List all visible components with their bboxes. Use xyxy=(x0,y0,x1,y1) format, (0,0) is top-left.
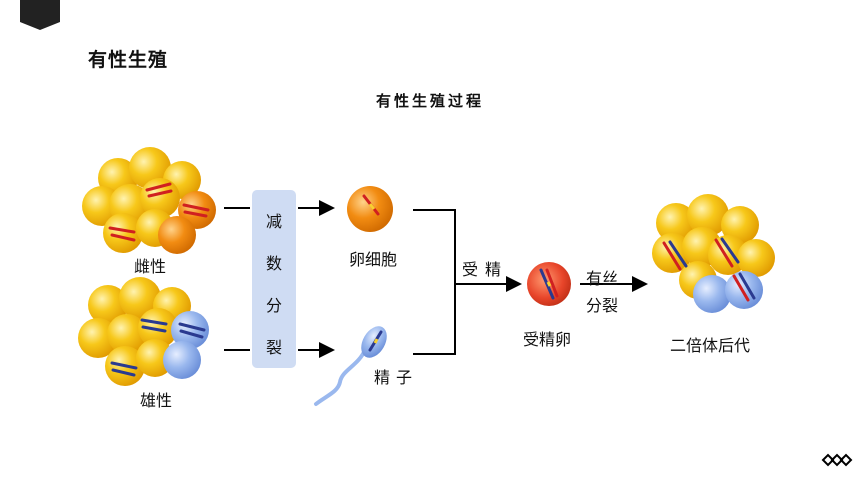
slide-title: 有性生殖 xyxy=(88,49,169,71)
mitosis-label-line2: 分裂 xyxy=(586,296,619,315)
mitosis-label-line1: 有丝 xyxy=(586,269,619,288)
male-cell-cluster xyxy=(78,277,209,386)
zygote-cell xyxy=(527,262,571,306)
female-cell-cluster xyxy=(82,147,216,254)
fertilization-label: 受精 xyxy=(462,260,509,279)
nav-dots-icon[interactable] xyxy=(821,453,853,467)
meiosis-box: 减 数 分 裂 xyxy=(252,190,296,368)
diagram-title: 有性生殖过程 xyxy=(375,92,484,110)
zygote-label: 受精卵 xyxy=(523,330,572,349)
male-label: 雄性 xyxy=(140,391,173,410)
female-label: 雌性 xyxy=(134,257,167,276)
offspring-label: 二倍体后代 xyxy=(670,336,751,355)
egg-cell xyxy=(347,186,393,232)
offspring-cell-cluster xyxy=(652,194,775,313)
meiosis-char-3: 分 xyxy=(265,296,282,315)
sperm-label: 精子 xyxy=(374,368,419,387)
fertilization-bracket xyxy=(413,209,456,355)
meiosis-char-4: 裂 xyxy=(265,338,282,357)
corner-tab-icon xyxy=(20,0,60,30)
meiosis-char-2: 数 xyxy=(265,254,282,273)
meiosis-char-1: 减 xyxy=(265,212,282,231)
sperm-cell xyxy=(314,326,387,406)
egg-label: 卵细胞 xyxy=(349,250,398,269)
